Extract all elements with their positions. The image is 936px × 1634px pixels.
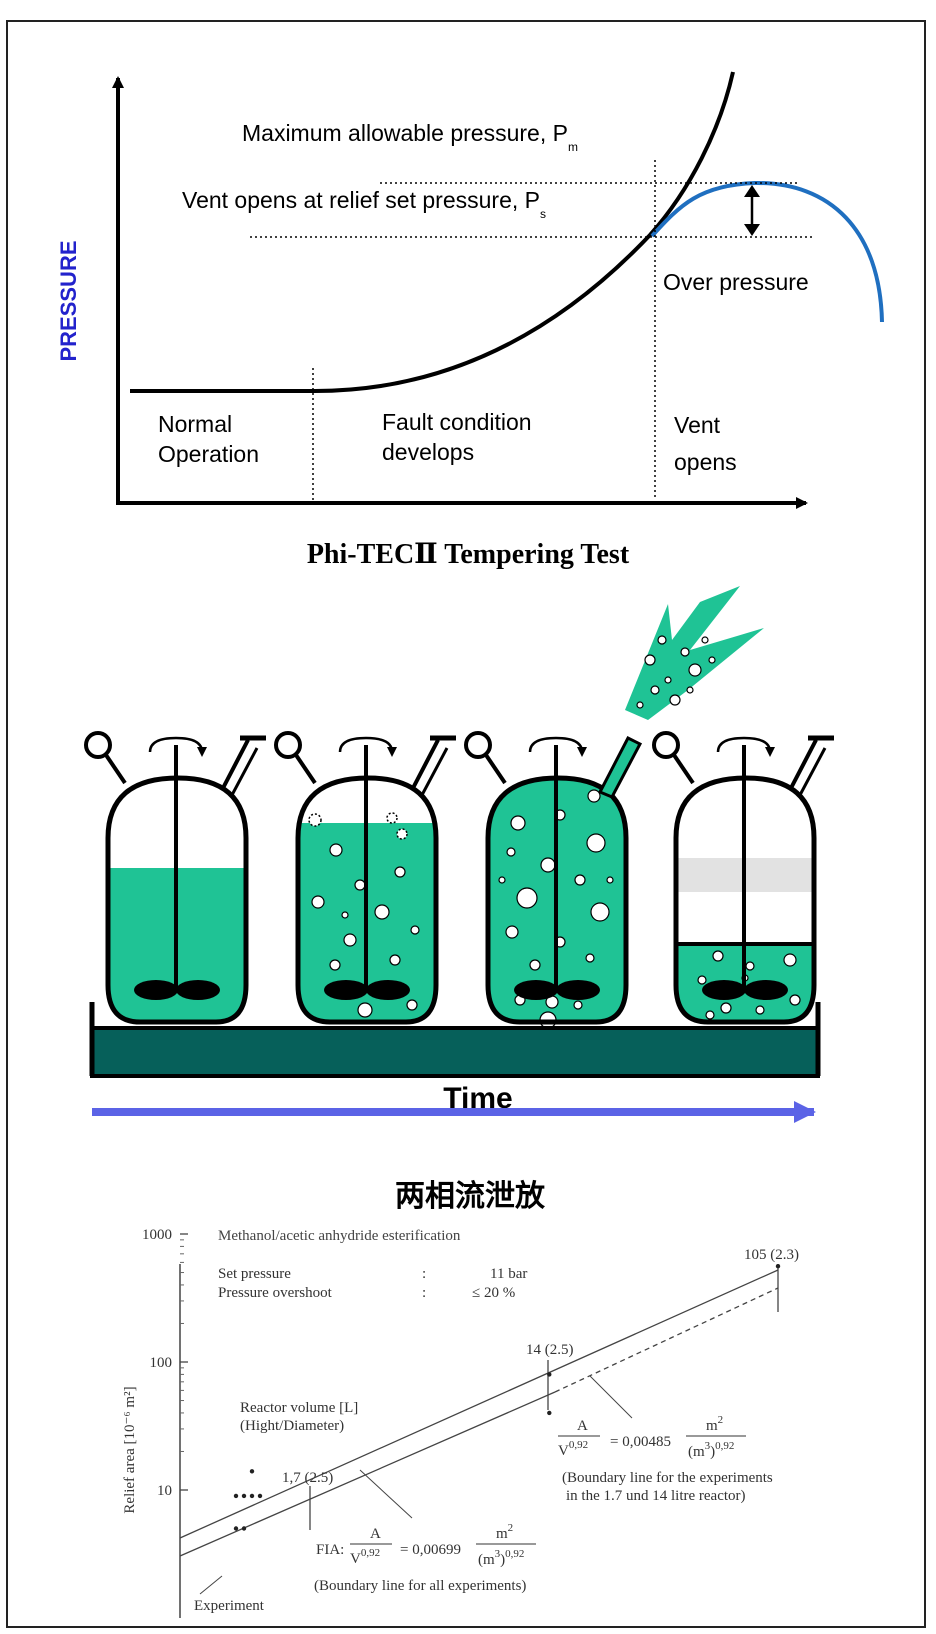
y-tick-label: 1000	[142, 1227, 172, 1243]
y-tick-label: 100	[150, 1355, 173, 1371]
reactor-2-vessel	[295, 775, 439, 1025]
svg-text:(m3)0,92: (m3)0,92	[688, 1440, 734, 1460]
phase-vent-line1: Vent	[674, 412, 721, 438]
boundary-line-all	[179, 1269, 779, 1539]
y-ticks: 10 100 1000	[142, 1227, 188, 1499]
boundary-line-lower-dashed	[554, 1287, 779, 1393]
equation-2-note-1: (Boundary line for the experiments	[562, 1470, 773, 1486]
svg-text:V0,92: V0,92	[350, 1547, 380, 1567]
pm-label: Maximum allowable pressure, Pm	[242, 120, 578, 154]
set-pressure-label: Set pressure	[218, 1266, 291, 1282]
reactor-1-vessel	[105, 775, 249, 1025]
pressure-curve	[130, 71, 735, 393]
svg-text::: :	[422, 1285, 426, 1301]
volume-label-105: 105 (2.3)	[744, 1247, 799, 1263]
reactor-3-vessel	[485, 775, 629, 1025]
equation-boundary-2: A V0,92 = 0,00485 m2 (m3)0,92 (Boundary …	[558, 1414, 773, 1504]
pressure-gauge-icon	[464, 731, 492, 759]
phase-fault-line1: Fault condition	[382, 409, 532, 435]
relief-y-axis-label: Relief area [10⁻⁶ m²]	[122, 1386, 138, 1513]
reactor-2	[274, 731, 456, 1025]
equation-fia: FIA: A V0,92 = 0,00699 m2 (m3)0,92 (Boun…	[314, 1522, 536, 1594]
y-tick-label: 10	[157, 1483, 172, 1499]
overpressure-label: Over pressure	[663, 269, 809, 295]
ps-label: Vent opens at relief set pressure, Ps	[182, 187, 546, 221]
pressure-axis-label: PRESSURE	[56, 240, 81, 361]
volume-label-14: 14 (2.5)	[526, 1342, 574, 1358]
reactor-base-plate	[90, 1026, 820, 1078]
experiment-points	[233, 1264, 781, 1531]
svg-text:FIA:: FIA:	[316, 1542, 344, 1558]
svg-text:= 0,00485: = 0,00485	[610, 1434, 671, 1450]
pressure-gauge-icon	[274, 731, 302, 759]
phase-normal-line1: Normal	[158, 411, 232, 437]
svg-text:m2: m2	[496, 1522, 513, 1542]
reactor-volume-label-1: Reactor volume [L]	[240, 1400, 358, 1416]
phase-fault-line2: develops	[382, 439, 474, 465]
experiment-point	[249, 1469, 255, 1474]
experiment-point	[547, 1372, 552, 1377]
experiment-point	[257, 1493, 263, 1499]
pressure-chart: PRESSURE Maximum allowable pressure, Pm …	[56, 71, 884, 509]
volume-label-1-7: 1,7 (2.5)	[282, 1470, 333, 1486]
experiment-point	[775, 1264, 781, 1269]
pressure-gauge-icon	[84, 731, 112, 759]
experiment-point	[241, 1526, 247, 1531]
relief-chart-title: 两相流泄放	[395, 1179, 546, 1214]
reactor-4	[652, 731, 834, 1025]
experiment-point	[233, 1526, 239, 1531]
svg-text::: :	[422, 1266, 426, 1282]
experiment-label: Experiment	[194, 1598, 265, 1614]
tempering-test: Phi-TECⅡ Tempering Test	[84, 539, 834, 1123]
experiment-point	[249, 1493, 255, 1499]
relief-chart-subtitle: Methanol/acetic anhydride esterification	[218, 1228, 461, 1244]
equation-fia-note: (Boundary line for all experiments)	[314, 1578, 526, 1594]
phase-vent-line2: opens	[674, 449, 737, 475]
svg-text:m2: m2	[706, 1414, 723, 1434]
overpressure-curve	[650, 180, 884, 323]
reactor-4-vessel	[673, 775, 817, 1025]
reactor-1	[84, 731, 266, 1025]
experiment-point	[233, 1493, 239, 1499]
relief-chart: 两相流泄放 Methanol/acetic anhydride esterifi…	[122, 1179, 799, 1618]
reactor-3	[464, 731, 643, 1029]
equation-2-note-2: in the 1.7 und 14 litre reactor)	[566, 1488, 746, 1504]
svg-text:A: A	[577, 1418, 588, 1434]
svg-text:= 0,00699: = 0,00699	[400, 1542, 461, 1558]
figure-frame	[6, 20, 926, 1628]
tempering-title: Phi-TECⅡ Tempering Test	[307, 539, 630, 570]
reactor-volume-label-2: (Hight/Diameter)	[240, 1418, 344, 1434]
vent-spray	[625, 586, 764, 720]
overshoot-label: Pressure overshoot	[218, 1285, 333, 1301]
experiment-point	[547, 1410, 552, 1416]
pressure-gauge-icon	[652, 731, 680, 759]
overshoot-value: ≤ 20 %	[472, 1285, 515, 1301]
svg-text:(m3)0,92: (m3)0,92	[478, 1548, 524, 1568]
experiment-point	[241, 1493, 247, 1499]
set-pressure-value: 11 bar	[490, 1266, 527, 1282]
svg-text:V0,92: V0,92	[558, 1439, 588, 1459]
svg-text:A: A	[370, 1526, 381, 1542]
phase-normal-line2: Operation	[158, 441, 259, 467]
